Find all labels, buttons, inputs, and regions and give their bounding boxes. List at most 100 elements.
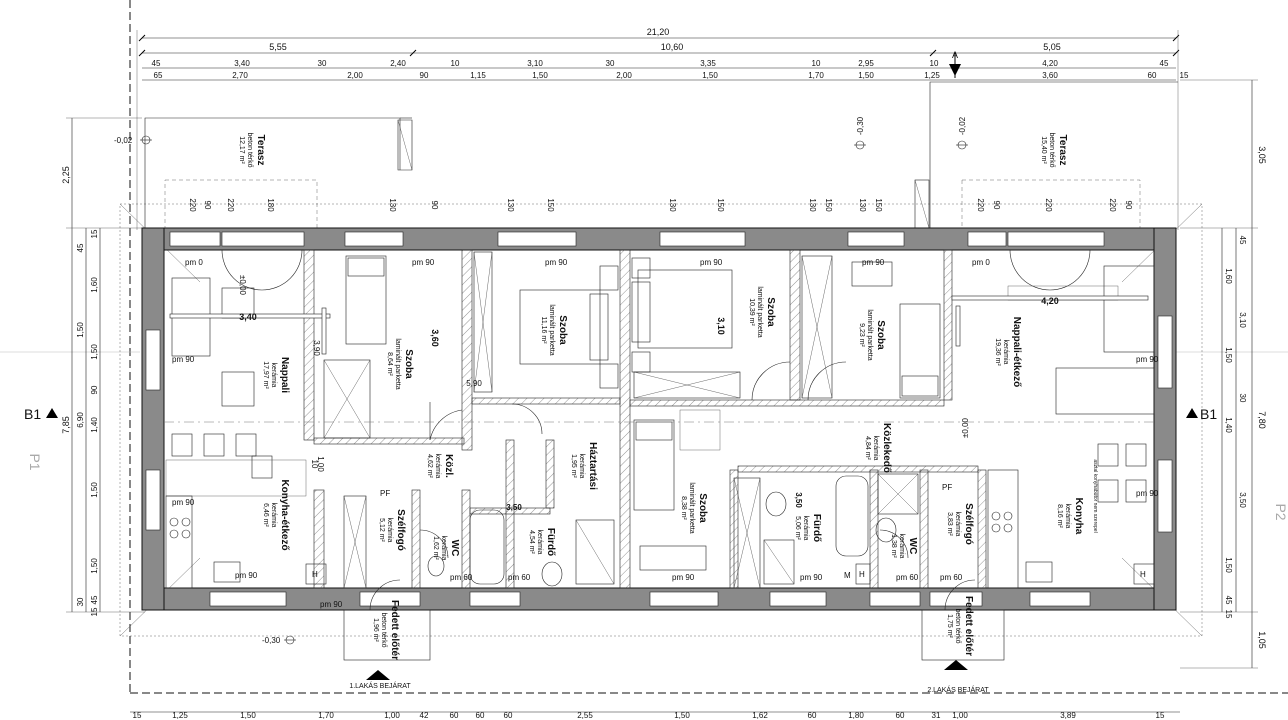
dim-label: 10	[451, 59, 460, 68]
dim-label: 3,35	[700, 59, 716, 68]
room-name: Terasz	[1057, 135, 1068, 166]
section-label-p1: P1	[27, 453, 43, 470]
dim-label: 1,25	[172, 711, 188, 720]
opening-label: pm 90	[412, 258, 435, 267]
room-floor: kerámia	[270, 503, 277, 528]
room-floor: beton térkő	[246, 132, 253, 167]
dim-left-225: 2,25	[61, 166, 71, 184]
pf-label-1: PF	[380, 489, 390, 498]
room-area: 1,62 m²	[432, 536, 439, 560]
section-mark-a: A	[949, 50, 961, 78]
level-t2: -0,02	[958, 116, 967, 135]
opening-label: pm 0	[972, 258, 990, 267]
window-label: 130	[668, 198, 677, 212]
dim-label: 30	[318, 59, 327, 68]
inner-dim-350: 3,50	[506, 503, 522, 512]
h-label-2: H	[1140, 570, 1146, 579]
window-label: 90	[1124, 201, 1133, 210]
opening-label: pm 90	[862, 258, 885, 267]
dim-label: 30	[606, 59, 615, 68]
room-fedett-2: Fedett előtér beton térkő 1,75 m²	[946, 596, 974, 656]
room-name: Fürdő	[811, 514, 822, 542]
right-dimension-lines	[1180, 79, 1258, 669]
dim-label: 30	[76, 597, 85, 606]
window-label: 130	[858, 198, 867, 212]
inner-dim-100: 1,00	[316, 456, 325, 472]
opening-label: pm 90	[320, 600, 343, 609]
dim-label: 15	[133, 711, 142, 720]
dim-label: 1,60	[90, 277, 99, 293]
section-mark-b1-right: B1	[1186, 406, 1217, 422]
room-name: Konyha-étkező	[279, 479, 290, 550]
room-kozlekedo-2: Közlekedő kerámia 4,84 m²	[864, 423, 892, 473]
room-area: 4,62 m²	[426, 454, 433, 478]
opening-label: pm 90	[700, 258, 723, 267]
dim-label: 45	[152, 59, 161, 68]
opening-label: pm 60	[940, 573, 963, 582]
dim-label: 15	[1156, 711, 1165, 720]
window-label: 220	[1108, 198, 1117, 212]
dim-label: 1,80	[848, 711, 864, 720]
room-szelfogo-1: Szélfogó kerámia 5,12 m²	[378, 509, 406, 551]
room-name: Szélfogó	[963, 503, 974, 545]
window-label: 220	[226, 198, 235, 212]
room-szoba-1: Szoba laminált parketta 8,64 m²	[386, 338, 414, 389]
dim-right-105: 1,05	[1257, 631, 1267, 649]
dim-label: 60	[808, 711, 817, 720]
top-dimension-lines	[136, 30, 1180, 230]
dim-label: 60	[896, 711, 905, 720]
opening-label: pm 90	[545, 258, 568, 267]
room-area: 12,17 m²	[238, 136, 245, 164]
dim-label: 1,50	[240, 711, 256, 720]
section-mark-b1-left: B1	[24, 406, 58, 422]
window-label: 130	[506, 198, 515, 212]
dim-label: 60	[504, 711, 513, 720]
opening-label: pm 90	[1136, 489, 1159, 498]
inner-dim-420: 4,20	[1041, 296, 1059, 306]
h-label-1: H	[312, 570, 318, 579]
dim-label: 1,50	[76, 322, 85, 338]
room-name: Fürdő	[545, 528, 556, 556]
dim-label: 45	[90, 595, 99, 604]
dim-label: 1,50	[532, 71, 548, 80]
dim-left-b: 45 1,50 6,90 30	[76, 243, 85, 606]
room-wc-2: WC kerámia 1,38 m²	[890, 534, 918, 559]
dim-label: 65	[154, 71, 163, 80]
room-name: WC	[907, 538, 918, 555]
room-area: 5,06 m²	[794, 516, 801, 540]
dim-label: 2,40	[390, 59, 406, 68]
room-area: 8,64 m²	[386, 352, 393, 376]
dim-label: 42	[420, 711, 429, 720]
inner-dim-590: 5,90	[466, 379, 482, 388]
room-name: Szoba	[697, 493, 708, 523]
inner-dim-10: 10	[310, 460, 319, 469]
dim-label: 10	[930, 59, 939, 68]
opening-label: pm 60	[896, 573, 919, 582]
kitchen-note: asztal konyhabútor nem szerepel	[1092, 459, 1098, 532]
room-name: Fedett előtér	[389, 600, 400, 660]
room-area: 1,38 m²	[890, 534, 897, 558]
window-label: 150	[716, 198, 725, 212]
room-floor: laminált parketta	[548, 304, 555, 355]
room-name: Fedett előtér	[963, 596, 974, 656]
room-name: Nappali	[279, 357, 290, 393]
window-label: 220	[1044, 198, 1053, 212]
section-label-p2: P2	[1273, 503, 1288, 520]
room-terasz-2: Terasz beton térkő 15,40 m²	[1040, 132, 1068, 167]
room-szoba-3: Szoba laminált parketta 10,39 m²	[748, 286, 776, 337]
window-label: 150	[874, 198, 883, 212]
dim-label: 2,00	[616, 71, 632, 80]
room-area: 6,46 m²	[262, 503, 269, 527]
opening-label: pm 90	[172, 498, 195, 507]
window-label: 150	[824, 198, 833, 212]
opening-label: pm 0	[185, 258, 203, 267]
room-area: 1,95 m²	[570, 454, 577, 478]
room-furdo-1: Fürdő kerámia 4,54 m²	[528, 528, 556, 556]
room-floor: kerámia	[536, 530, 543, 555]
room-floor: kerámia	[802, 516, 809, 541]
room-floor: beton térkő	[1048, 132, 1055, 167]
dim-total-width: 21,20	[647, 27, 670, 37]
dim-row-3: 45 3,40 30 2,40 10 3,10 30 3,35 10 2,95 …	[152, 59, 1169, 68]
window-label: 90	[203, 201, 212, 210]
